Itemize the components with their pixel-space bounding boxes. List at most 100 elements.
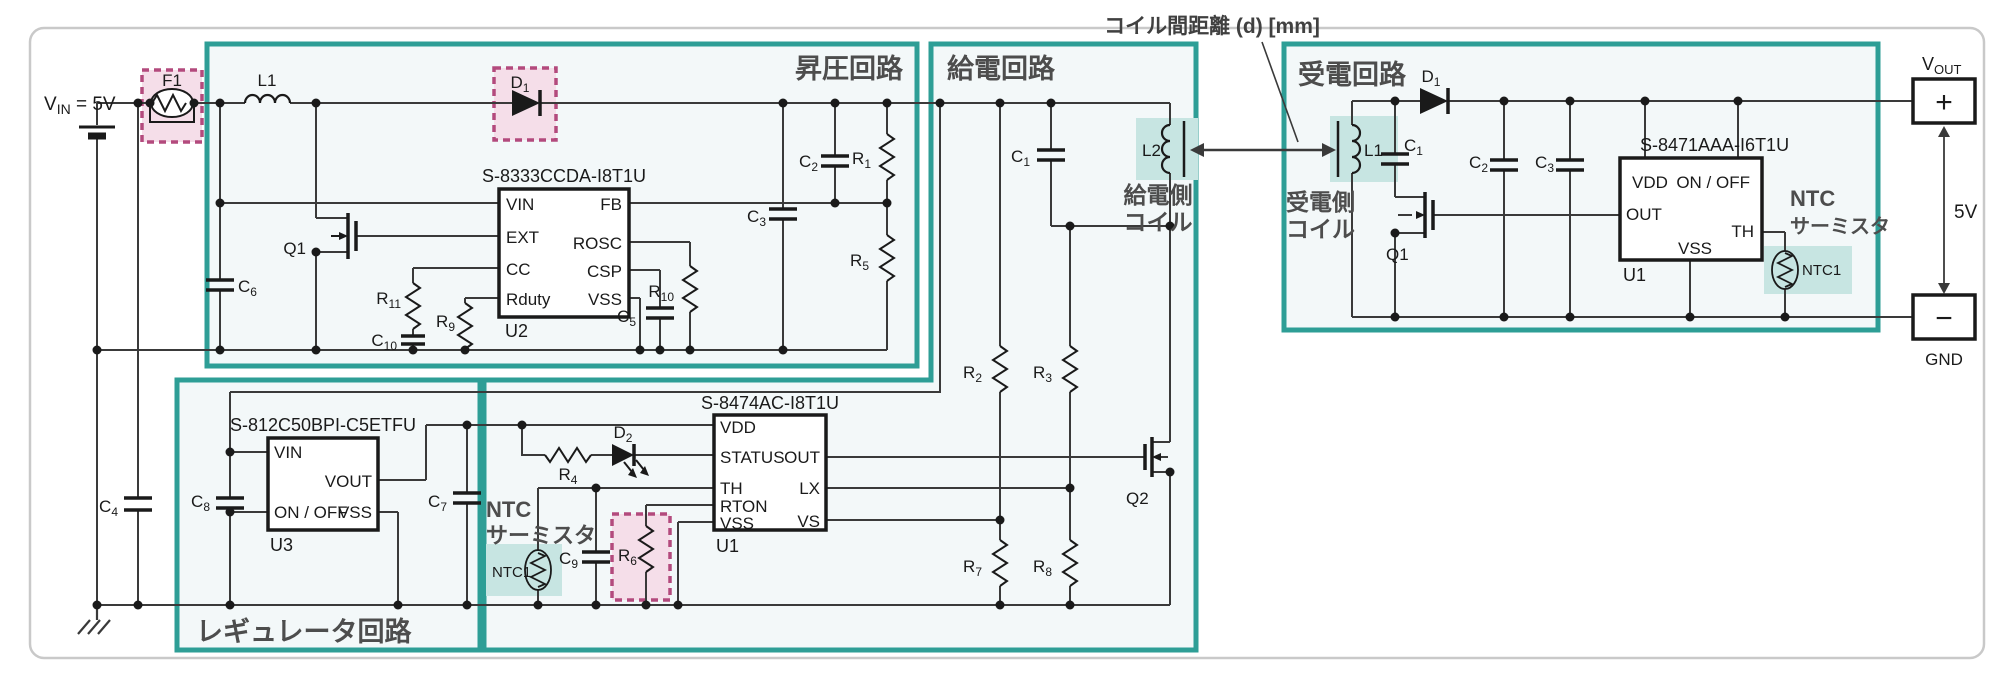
diode-d1-boost [512, 90, 542, 116]
output-5v-arrow [1938, 126, 1950, 294]
res-r2-label: R2 [963, 363, 982, 385]
ntc1-reg-label: NTC1 [492, 564, 531, 581]
feed-section-title: 給電回路 [947, 53, 1056, 84]
cap-c7-label: C7 [428, 492, 447, 514]
u3-pin-vin: VIN [274, 443, 302, 462]
res-r6 [637, 525, 655, 573]
u2-pin-cc: CC [506, 260, 531, 279]
u2-designator: U2 [505, 321, 528, 341]
u2-pin-ext: EXT [506, 228, 539, 247]
mosfet-q1-boost [331, 213, 358, 259]
ic-u3-part: S-812C50BPI-C5ETFU [230, 415, 416, 435]
receive-section-title: 受電回路 [1298, 59, 1407, 90]
res-r1-label: R1 [852, 149, 871, 171]
mosfet-q2-feed [1143, 437, 1161, 477]
diode-d1-receive [1420, 88, 1450, 114]
cap-c2-rx [1490, 158, 1518, 172]
u3-pin-vss: VSS [338, 503, 372, 522]
coil-l1-rx-label: L1 [1364, 141, 1383, 160]
res-r1 [878, 133, 896, 181]
res-r4-label: R4 [559, 465, 578, 487]
u1f-pin-lx: LX [799, 479, 820, 498]
u1f-designator: U1 [716, 536, 739, 556]
resistors [404, 133, 1079, 587]
u2-pin-vin: VIN [506, 195, 534, 214]
cap-c9 [582, 550, 610, 564]
res-r6-label: R6 [618, 546, 637, 568]
res-r2 [991, 345, 1009, 393]
res-r7-label: R7 [963, 557, 982, 579]
cap-c1-rx [1381, 152, 1409, 166]
ic-u1-rx-body [1618, 156, 1764, 262]
cap-c3-rx [1556, 158, 1584, 172]
u1r-designator: U1 [1623, 265, 1646, 285]
res-r10-label: R10 [648, 282, 674, 304]
cap-c5-label: C5 [617, 307, 636, 329]
wires [96, 100, 1913, 606]
capacitors [124, 148, 1584, 564]
cap-c1-feed-label: C1 [1011, 147, 1030, 169]
u2-pin-rduty: Rduty [506, 290, 551, 309]
vout-terminal-label: VOUT [1922, 54, 1962, 77]
ntc-caption-rx-line2: サーミスタ [1790, 215, 1890, 238]
coil-l2-label: L2 [1142, 141, 1161, 160]
coil-distance-callout-line [1261, 41, 1299, 143]
res-r8 [1061, 539, 1079, 587]
feed-coil-caption-line2: コイル [1124, 209, 1193, 235]
coil-distance-arrow [1190, 41, 1336, 157]
res-r10 [681, 265, 699, 313]
cap-c8-label: C8 [191, 492, 210, 514]
cap-c3-rx-label: C3 [1535, 153, 1554, 175]
vin-source-label: VIN = 5V [44, 94, 116, 117]
l1-rx-highlight [1330, 116, 1398, 182]
res-r11 [404, 282, 422, 330]
ntc-caption-reg-line2: サーミスタ [486, 523, 596, 548]
cap-c5 [646, 306, 674, 320]
coil-l2-feed [1160, 121, 1186, 177]
cap-c6 [206, 278, 234, 292]
res-r5 [878, 234, 896, 282]
cap-c4 [124, 496, 152, 512]
res-r3 [1061, 345, 1079, 393]
inductor-l1-boost [243, 93, 292, 104]
u1r-pin-vdd: VDD [1632, 173, 1668, 192]
u1f-pin-th: TH [720, 479, 743, 498]
battery-vin [79, 125, 115, 140]
feed-coil-caption-line1: 給電側 [1124, 182, 1193, 208]
mosfet-q1-receive [1416, 192, 1435, 238]
cap-c3-label: C3 [747, 207, 766, 229]
q1-boost-label: Q1 [283, 239, 306, 258]
cap-c4-label: C4 [99, 497, 118, 519]
diode-d1-rx-label: D1 [1422, 67, 1441, 89]
vout-minus-terminal [1911, 293, 1977, 341]
fuse-f1 [145, 88, 199, 123]
cap-c10 [401, 334, 425, 346]
ground-symbol [77, 605, 111, 635]
res-r5-label: R5 [850, 251, 869, 273]
regulator-section-title: レギュレータ回路 [196, 616, 412, 647]
receive-wires [1351, 100, 1913, 318]
q1-rx-label: Q1 [1386, 245, 1409, 264]
ntc-caption-rx-line1: NTC [1790, 186, 1835, 211]
u1r-pin-th: TH [1731, 222, 1754, 241]
output-voltage-label: 5V [1954, 202, 1978, 223]
res-r7 [991, 539, 1009, 587]
ic-u1-feed-part: S-8474AC-I8T1U [701, 393, 839, 413]
u2-pin-rosc: ROSC [573, 234, 622, 253]
ic-u2-body [497, 187, 631, 319]
gnd-terminal-label: GND [1925, 350, 1963, 369]
ic-u1-feed-body [712, 413, 828, 532]
u1-feed-left-wires [97, 425, 1170, 606]
cap-c2-label: C2 [799, 152, 818, 174]
fuse-f1-label: F1 [162, 71, 182, 90]
res-r11-label: R11 [376, 289, 401, 311]
u3-pin-vout: VOUT [325, 472, 372, 491]
cap-c10-label: C10 [371, 331, 397, 353]
vout-minus: − [1935, 302, 1953, 335]
cap-c2 [821, 154, 849, 168]
u1f-pin-rton: RTON [720, 497, 768, 516]
q2-label: Q2 [1126, 489, 1149, 508]
u2-pin-fb: FB [600, 195, 622, 214]
u1f-pin-vss: VSS [720, 514, 754, 533]
